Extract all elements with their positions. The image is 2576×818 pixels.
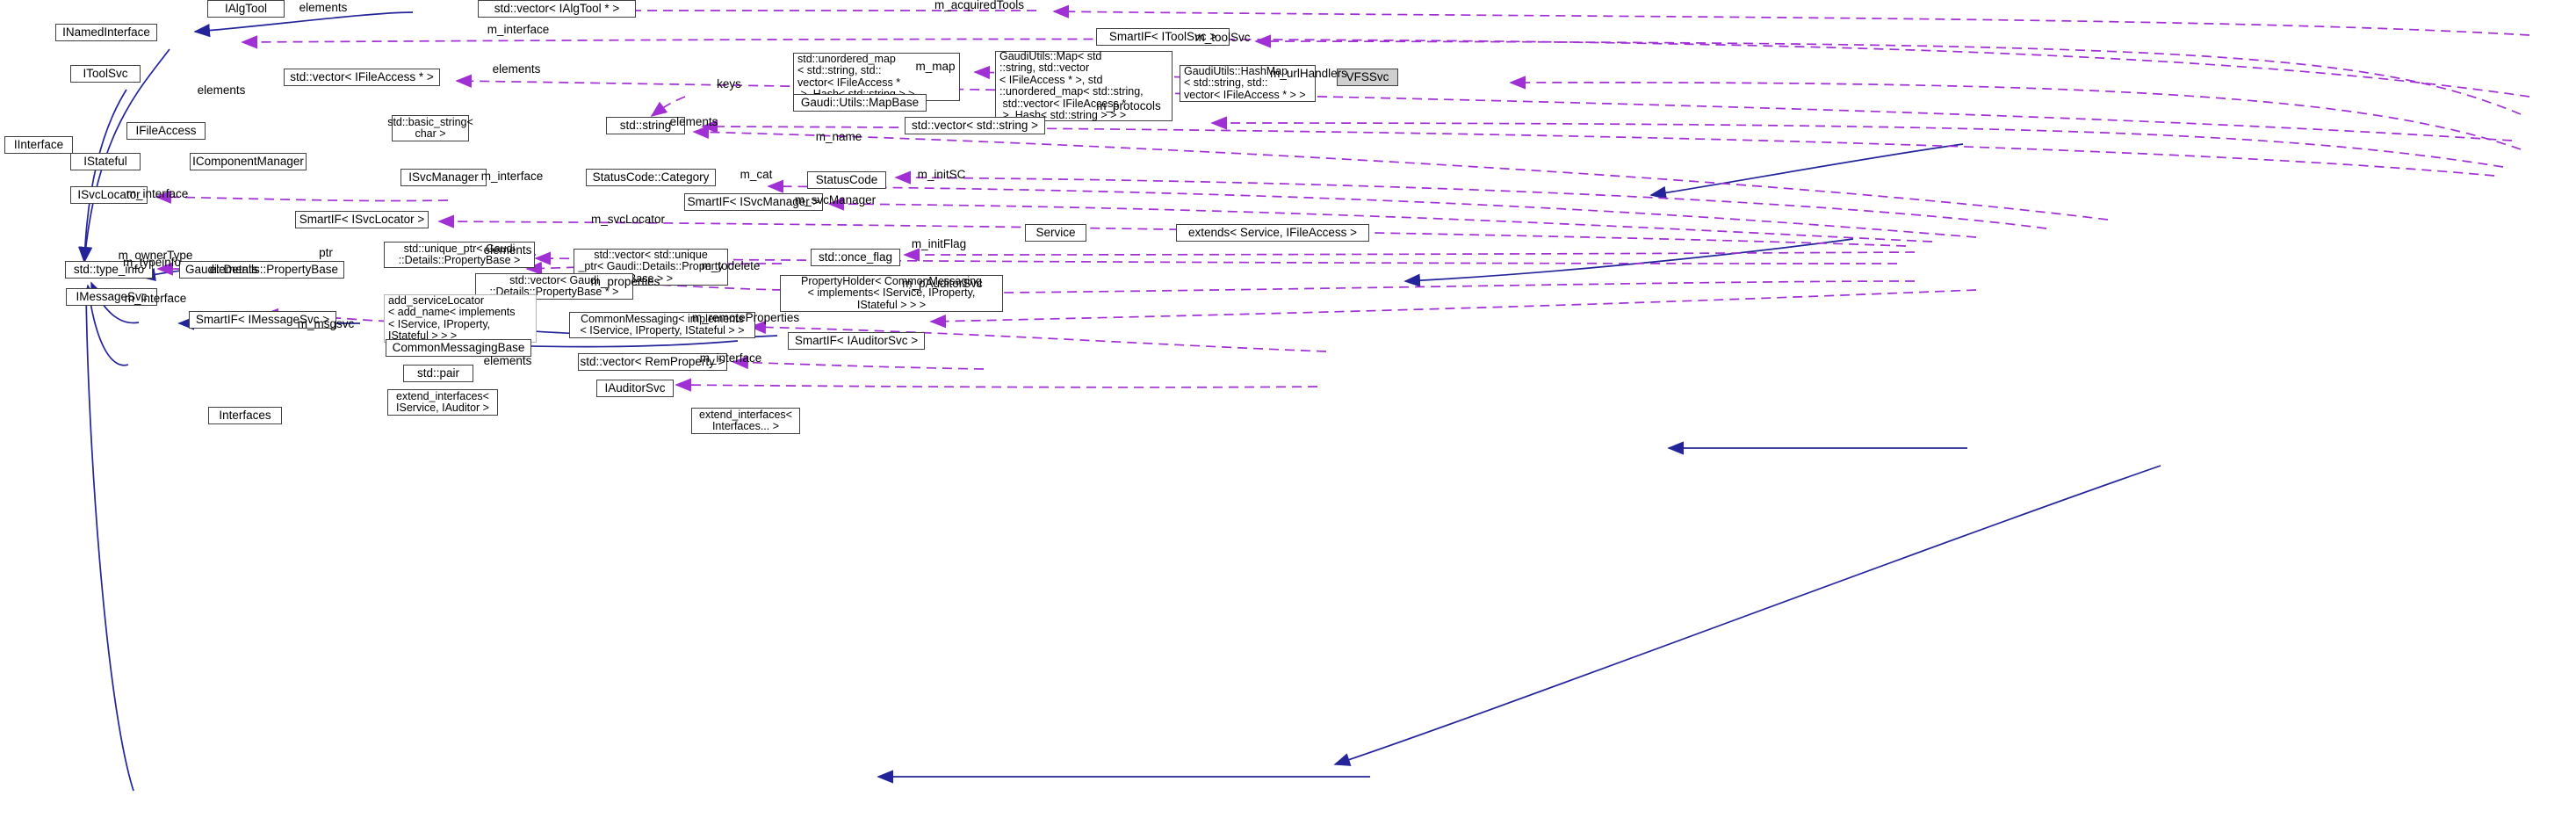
edge-label-elements: elements: [492, 62, 541, 76]
class-node-inamedinterface[interactable]: INamedInterface: [55, 24, 157, 41]
class-node-gaudiutilsmapbase[interactable]: Gaudi::Utils::MapBase: [793, 94, 927, 112]
class-node-smartif-itoolsvc[interactable]: SmartIF< IToolSvc >: [1096, 28, 1230, 46]
edge-label-elements: elements: [209, 263, 258, 276]
edge-label-elements: elements: [197, 83, 246, 97]
edge-label-m-acquiredtools: m_acquiredTools: [934, 0, 1025, 11]
edge-label-m-toolsvc: m_toolSvc: [1194, 31, 1251, 44]
class-node-std-pair[interactable]: std::pair: [403, 365, 473, 382]
class-node-unique-ptr-propbase[interactable]: std::unique_ptr< Gaudi ::Details::Proper…: [384, 242, 535, 268]
class-node-gaudiutilsmap[interactable]: GaudiUtils::Map< std ::string, std::vect…: [995, 50, 1173, 121]
edge-label-m-interface: m_interface: [699, 351, 762, 365]
edge-label-m-urlhandlers: m_urlHandlers: [1270, 67, 1347, 80]
edge-label-m-map: m_map: [915, 60, 956, 73]
class-node-extends-service-ifa[interactable]: extends< Service, IFileAccess >: [1176, 224, 1369, 242]
edge-label-elements: elements: [299, 1, 348, 14]
class-node-basic-string[interactable]: std::basic_string< char >: [387, 115, 473, 141]
edge-label-elements: elements: [483, 243, 532, 257]
class-node-vector-ialgtool[interactable]: std::vector< IAlgTool * >: [478, 0, 636, 18]
class-node-vector-remproperty[interactable]: std::vector< RemProperty >: [578, 353, 727, 371]
class-node-isvcmanager[interactable]: ISvcManager: [400, 169, 487, 186]
class-node-vector-unique-ptr[interactable]: std::vector< std::unique _ptr< Gaudi::De…: [574, 249, 728, 286]
edge-label-m-interface: m_interface: [487, 23, 550, 36]
class-node-ialgtool[interactable]: IAlgTool: [207, 0, 285, 18]
class-node-commonmessagingbase[interactable]: CommonMessagingBase: [386, 339, 531, 357]
class-node-add-servicelocator[interactable]: add_serviceLocator < add_name< implement…: [384, 294, 537, 343]
class-node-smartif-imessagesvc[interactable]: SmartIF< IMessageSvc >: [189, 311, 336, 329]
edge-label-m-protocols: m_protocols: [1096, 99, 1161, 112]
class-node-extend-isvc-iaud[interactable]: extend_interfaces< IService, IAuditor >: [387, 389, 498, 416]
class-node-gaudiutilshashmap[interactable]: GaudiUtils::HashMap < std::string, std::…: [1180, 65, 1316, 102]
class-node-isvclocator[interactable]: ISvcLocator: [70, 186, 148, 204]
class-node-icomponentmanager[interactable]: IComponentManager: [190, 153, 307, 170]
edge-label-m-svcmanager: m_svcManager: [794, 193, 877, 206]
class-node-propertyholder[interactable]: PropertyHolder< CommonMessaging < implem…: [780, 275, 1003, 312]
class-node-smartif-iauditorsvc[interactable]: SmartIF< IAuditorSvc >: [788, 332, 925, 350]
edge-label-m-ownertype: m_ownerType: [118, 249, 193, 262]
edge-label-m-svclocator: m_svcLocator: [590, 213, 666, 226]
class-node-service[interactable]: Service: [1025, 224, 1086, 242]
edge-label-m-typeinfo: m_typeinfo: [122, 256, 182, 269]
class-node-iauditorsvc[interactable]: IAuditorSvc: [596, 380, 674, 397]
edge-label-m-todelete: m_todelete: [701, 259, 761, 272]
class-node-std-string[interactable]: std::string: [606, 117, 685, 134]
edge-label-keys: keys: [717, 77, 741, 90]
class-node-itoolsvc[interactable]: IToolSvc: [70, 65, 141, 83]
edge-label-m-interface: m_interface: [480, 170, 544, 183]
edge-label-m-pauditorsvc: m_pAuditorSvc: [902, 277, 983, 290]
edge-label-m-interface: m_interface: [124, 292, 187, 305]
edge-label-m-initflag: m_initFlag: [911, 237, 967, 250]
class-node-ifileaccess[interactable]: IFileAccess: [126, 122, 206, 140]
edge-label-m-initsc: m_initSC: [917, 168, 966, 181]
class-node-smartif-isvcmanager[interactable]: SmartIF< ISvcManager >: [684, 193, 823, 211]
edge-label-m-msgsvc: m_msgsvc: [297, 317, 355, 330]
class-node-statuscodecategory[interactable]: StatusCode::Category: [586, 169, 716, 186]
class-node-imessagesvc[interactable]: IMessageSvc: [66, 288, 157, 306]
class-node-interfaces[interactable]: Interfaces: [208, 407, 282, 424]
edge-label-ptr: ptr: [319, 246, 333, 259]
class-node-propertybase[interactable]: Gaudi::Details::PropertyBase: [179, 261, 344, 279]
class-node-iinterface[interactable]: IInterface: [4, 136, 73, 154]
edge-label-elements: elements: [669, 115, 718, 128]
class-node-vector-ifileaccess[interactable]: std::vector< IFileAccess * >: [284, 69, 440, 86]
class-node-vector-string[interactable]: std::vector< std::string >: [905, 117, 1045, 134]
class-node-commonmessaging[interactable]: CommonMessaging< implements < IService, …: [569, 312, 755, 338]
class-node-extend-interfaces[interactable]: extend_interfaces< Interfaces... >: [691, 408, 800, 434]
class-node-type-info[interactable]: std::type_info: [65, 261, 153, 279]
edge-label-m-name: m_name: [815, 130, 862, 143]
class-node-smartif-isvclocator[interactable]: SmartIF< ISvcLocator >: [295, 211, 429, 228]
class-node-istateful[interactable]: IStateful: [70, 153, 141, 170]
class-node-statuscode[interactable]: StatusCode: [807, 171, 886, 189]
edge-label-elements: elements: [483, 354, 532, 367]
edge-label-m-properties: m_properties: [590, 275, 660, 288]
class-node-vfssvc[interactable]: VFSSvc: [1337, 69, 1398, 86]
edge-label-m-cat: m_cat: [740, 168, 773, 181]
edge-label-m-remoteproperties: m_remoteProperties: [691, 311, 800, 324]
class-node-once-flag[interactable]: std::once_flag: [811, 249, 900, 266]
edge-label-m-interface: m_interface: [126, 187, 189, 200]
